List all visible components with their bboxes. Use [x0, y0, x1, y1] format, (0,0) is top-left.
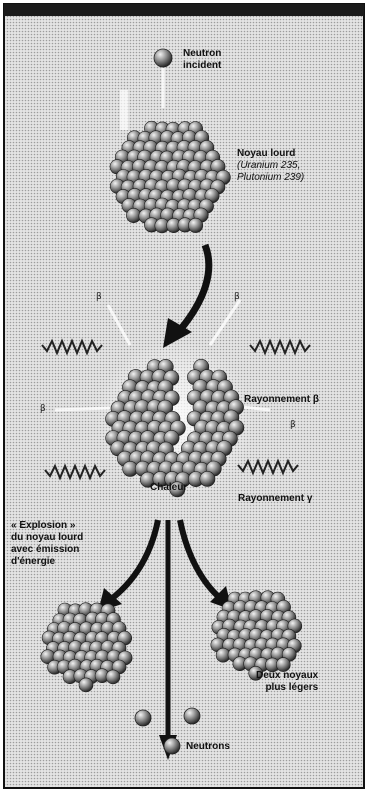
label-explosion: « Explosion » du noyau lourd avec émissi… [11, 520, 83, 568]
nucleon [79, 678, 93, 692]
beta-symbol-top-right: β [234, 292, 240, 302]
emitted-neutron-2 [184, 708, 200, 724]
label-heat: Chaleur [150, 482, 187, 494]
label-neutrons: Neutrons [186, 741, 230, 753]
beta-symbol-right: β [290, 420, 296, 430]
emitted-neutron-1 [135, 710, 151, 726]
nucleon [188, 218, 202, 232]
label-gamma-radiation: Rayonnement γ [238, 493, 312, 505]
label-two-light-nuclei: Deux noyaux plus légers [256, 670, 318, 694]
label-neutron-incident: Neutron incident [183, 48, 221, 72]
label-heavy-nucleus: Noyau lourd (Uranium 235, Plutonium 239) [237, 148, 304, 184]
nucleon [106, 670, 120, 684]
emitted-neutron-3 [164, 738, 180, 754]
nucleon [200, 471, 215, 486]
label-beta-radiation: Rayonnement β [244, 394, 319, 406]
beta-symbol-top-left: β [96, 292, 102, 302]
incident-neutron [154, 49, 172, 67]
beta-symbol-left: β [40, 404, 46, 414]
